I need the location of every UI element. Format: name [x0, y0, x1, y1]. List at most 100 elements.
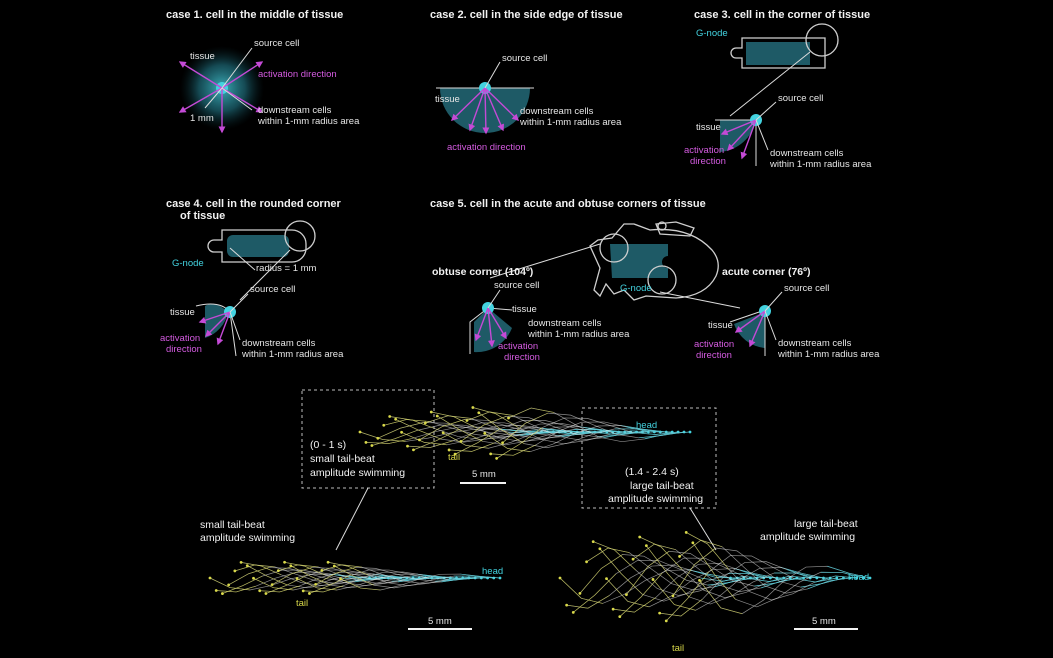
tail-point [314, 582, 318, 586]
large-title2: amplitude swimming [760, 531, 855, 543]
case2-down1: downstream cells [520, 106, 594, 117]
tail-point [585, 560, 588, 564]
tail-segment [419, 419, 465, 441]
case4-tissue-outline [207, 229, 307, 263]
case5-obtuse-down2: within 1-mm radius area [527, 329, 630, 340]
case2-source-label: source cell [502, 53, 547, 64]
small-trajectory [208, 560, 502, 595]
large-head-label: head [848, 572, 869, 583]
head-segment [827, 565, 871, 579]
tail-point [214, 589, 218, 592]
tail-segment [606, 578, 650, 608]
tail-point [221, 592, 224, 595]
tail-point [382, 423, 386, 427]
case5-acute-leader [764, 291, 783, 312]
tail-point [684, 531, 688, 534]
tail-segment [454, 428, 501, 455]
case4-leader [229, 293, 249, 313]
box2-line3: amplitude swimming [608, 493, 703, 505]
tail-segment [672, 547, 716, 597]
case4-zoom-leader [239, 249, 291, 301]
case1-arrow [221, 87, 264, 113]
case1-title: case 1. cell in the middle of tissue [166, 9, 343, 21]
tail-segment [460, 415, 507, 442]
head-segment [626, 426, 673, 433]
case3-tissue-fill [746, 42, 810, 65]
tail-segment [699, 580, 743, 614]
head-point [868, 576, 872, 580]
body-line [586, 547, 758, 591]
tail-segment [496, 427, 543, 459]
tail-point [453, 452, 457, 456]
case4-down1: downstream cells [242, 338, 316, 349]
tail-segment [407, 440, 453, 448]
head-segment [335, 574, 376, 579]
tail-segment [234, 564, 275, 572]
case1-tissue-label: tissue [190, 51, 215, 62]
tail-point [270, 583, 274, 586]
tail-segment [401, 432, 447, 446]
case1-source-label: source cell [254, 38, 299, 49]
head-point [855, 576, 859, 580]
head-point [682, 430, 686, 434]
tail-segment [559, 577, 603, 604]
tail-point [364, 440, 368, 444]
case5-fish-outline [589, 223, 719, 301]
tail-segment [271, 567, 313, 585]
head-segment [460, 573, 501, 579]
case4-zoom-circle [284, 220, 316, 252]
tail-point [571, 610, 575, 614]
tail-segment [599, 548, 643, 595]
tail-segment [646, 545, 690, 598]
case1-radius-line [204, 87, 223, 109]
case3-gnode-label: G-node [696, 28, 728, 39]
body-line [666, 555, 837, 622]
tail-segment [253, 577, 294, 591]
tail-segment [241, 562, 282, 575]
case5-acute-source-label: source cell [784, 283, 829, 294]
case5-obtuse-act2: direction [504, 352, 540, 363]
case5-acute-tissue-label: tissue [708, 320, 733, 331]
case5-obtuse-arrow [487, 307, 507, 340]
case3-source-label: source cell [778, 93, 823, 104]
case5-acute-act2: direction [696, 350, 732, 361]
top-scale-label: 5 mm [472, 469, 496, 480]
case3-act1: activation [684, 145, 724, 156]
tail-point [558, 576, 562, 580]
tail-segment [443, 432, 489, 449]
tail-point [664, 619, 668, 623]
case5-obtuse-leader [487, 289, 501, 309]
case5-acute-title: acute corner (76º) [722, 266, 810, 278]
body-line [613, 562, 784, 613]
tail-point [611, 607, 615, 611]
case5-acute-tissue [734, 312, 765, 348]
tail-point [631, 557, 635, 561]
tail-segment [371, 430, 418, 446]
tail-point [698, 579, 701, 582]
tail-segment [334, 565, 375, 586]
head-segment [721, 576, 764, 583]
head-segment [694, 570, 738, 579]
case3-tissue-label: tissue [696, 122, 721, 133]
tail-segment [484, 433, 531, 452]
top-trajectory [358, 406, 692, 460]
case4-down2: within 1-mm radius area [241, 349, 344, 360]
case5-acute-arrow [748, 310, 766, 348]
tail-point [370, 444, 374, 447]
head-segment [740, 570, 784, 579]
box1-line2: small tail-beat [310, 453, 375, 465]
case4-title1: case 4. cell in the rounded corner [166, 198, 342, 210]
head-segment [579, 426, 625, 433]
case5-obtuse-down1: downstream cells [528, 318, 602, 329]
head-segment [644, 431, 691, 440]
case5-obtuse-act1: activation [498, 341, 538, 352]
case2-arrow [468, 87, 486, 132]
tail-segment [659, 599, 703, 617]
tail-point [418, 438, 421, 442]
tail-segment [593, 541, 637, 571]
tail-point [598, 547, 602, 551]
tail-point [295, 577, 299, 580]
tail-point [565, 603, 569, 607]
case4-arrow [198, 311, 231, 324]
